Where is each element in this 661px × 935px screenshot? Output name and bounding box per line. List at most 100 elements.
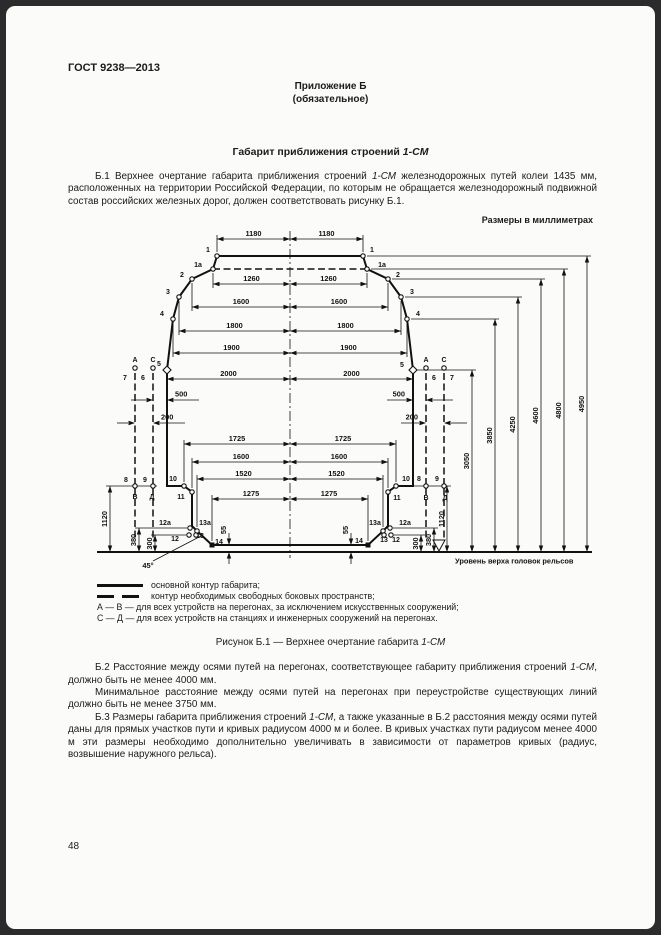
page-number: 48 <box>68 841 80 852</box>
appendix-heading: Приложение Б (обязательное) <box>6 81 655 106</box>
svg-text:3: 3 <box>166 289 170 296</box>
svg-text:1600: 1600 <box>331 297 347 306</box>
figure-b1: 500 200 500 200 55 55 45° Уровень в <box>95 227 595 572</box>
svg-text:9: 9 <box>143 477 147 484</box>
svg-text:4950: 4950 <box>577 396 586 412</box>
svg-text:2000: 2000 <box>343 369 359 378</box>
paragraph-b2-min: Минимальное расстояние между осями путей… <box>68 687 597 711</box>
svg-text:380: 380 <box>129 534 138 546</box>
svg-text:С: С <box>150 357 155 364</box>
figure-legend: основной контур габарита; контур необход… <box>97 580 597 624</box>
svg-text:1900: 1900 <box>340 343 356 352</box>
svg-text:13: 13 <box>380 537 388 544</box>
svg-text:1180: 1180 <box>318 229 334 238</box>
svg-text:1120: 1120 <box>100 511 109 527</box>
svg-text:4: 4 <box>160 311 164 318</box>
svg-text:4: 4 <box>416 311 420 318</box>
svg-text:12: 12 <box>392 537 400 544</box>
svg-text:1900: 1900 <box>223 343 239 352</box>
legend-item-cd: С — Д — для всех устройств на станциях и… <box>97 613 438 624</box>
legend-item-solid: основной контур габарита; <box>97 580 597 591</box>
svg-text:13: 13 <box>196 533 204 540</box>
svg-text:300: 300 <box>411 538 420 550</box>
angle-leader-line <box>152 535 202 562</box>
svg-text:1800: 1800 <box>337 321 353 330</box>
svg-text:1600: 1600 <box>233 297 249 306</box>
svg-text:1180: 1180 <box>245 229 261 238</box>
svg-text:1: 1 <box>370 247 374 254</box>
paragraph-b3: Б.3 Размеры габарита приближения строени… <box>68 711 597 761</box>
figure-caption: Рисунок Б.1 — Верхнее очертание габарита… <box>215 637 446 649</box>
svg-text:1275: 1275 <box>321 489 337 498</box>
svg-text:8: 8 <box>417 476 421 483</box>
svg-text:8: 8 <box>124 477 128 484</box>
svg-text:12а: 12а <box>399 520 411 527</box>
main-contour <box>166 255 414 547</box>
appendix-note: (обязательное) <box>292 93 369 105</box>
svg-text:2000: 2000 <box>220 369 236 378</box>
svg-text:1600: 1600 <box>331 452 347 461</box>
angle-label: 45° <box>142 561 153 570</box>
svg-text:Д: Д <box>443 495 448 502</box>
rail-level-label: Уровень верха головок рельсов <box>455 557 574 566</box>
svg-text:4800: 4800 <box>554 402 563 418</box>
svg-text:1725: 1725 <box>229 434 245 443</box>
legend-item-ab: А — В — для всех устройств на перегонах,… <box>97 602 459 613</box>
svg-text:С: С <box>441 357 446 364</box>
svg-text:2: 2 <box>180 272 184 279</box>
svg-text:3: 3 <box>410 289 414 296</box>
svg-text:1800: 1800 <box>226 321 242 330</box>
svg-text:12: 12 <box>171 536 179 543</box>
svg-text:7: 7 <box>450 375 454 382</box>
svg-text:1260: 1260 <box>320 274 336 283</box>
svg-text:1600: 1600 <box>233 452 249 461</box>
svg-text:200: 200 <box>161 413 173 422</box>
contour-points <box>132 253 447 548</box>
svg-text:В: В <box>423 495 428 502</box>
appendix-title: Приложение Б <box>294 81 367 92</box>
svg-text:1275: 1275 <box>243 489 259 498</box>
svg-text:А: А <box>132 357 137 364</box>
svg-text:Д: Д <box>150 494 155 501</box>
solid-line-swatch <box>97 584 143 588</box>
svg-text:В: В <box>132 494 137 501</box>
svg-text:13а: 13а <box>199 520 211 527</box>
paragraph-b2: Б.2 Расстояние между осями путей на пере… <box>68 662 597 686</box>
svg-text:6: 6 <box>141 375 145 382</box>
svg-text:5: 5 <box>400 362 404 369</box>
svg-text:380: 380 <box>424 534 433 546</box>
legend-item-dashed: контур необходимых свободных боковых про… <box>97 591 597 602</box>
svg-text:6: 6 <box>432 375 436 382</box>
section-title: Габарит приближения строений 1-СМ <box>232 146 429 158</box>
svg-text:500: 500 <box>175 390 187 399</box>
svg-text:3050: 3050 <box>462 453 471 469</box>
svg-text:4250: 4250 <box>508 416 517 432</box>
svg-text:А: А <box>423 357 428 364</box>
svg-text:55: 55 <box>219 526 228 534</box>
svg-text:1: 1 <box>206 247 210 254</box>
document-page: ГОСТ 9238—2013 Приложение Б (обязательно… <box>6 6 655 929</box>
extension-lines <box>172 235 408 542</box>
svg-text:1а: 1а <box>194 262 202 269</box>
dashed-line-swatch <box>97 595 143 599</box>
paragraph-b1: Б.1 Верхнее очертание габарита приближен… <box>68 171 597 207</box>
svg-text:4600: 4600 <box>531 407 540 423</box>
clearance-diagram: 500 200 500 200 55 55 45° Уровень в <box>97 229 592 570</box>
svg-text:500: 500 <box>393 390 405 399</box>
svg-text:2: 2 <box>396 272 400 279</box>
svg-text:200: 200 <box>406 413 418 422</box>
svg-text:1120: 1120 <box>437 511 446 527</box>
svg-text:10: 10 <box>169 476 177 483</box>
svg-text:9: 9 <box>435 476 439 483</box>
svg-text:13а: 13а <box>369 520 381 527</box>
svg-text:1725: 1725 <box>335 434 351 443</box>
units-note: Размеры в миллиметрах <box>481 215 593 226</box>
doc-number: ГОСТ 9238—2013 <box>68 62 161 74</box>
svg-text:11: 11 <box>393 495 401 502</box>
svg-text:55: 55 <box>341 526 350 534</box>
svg-text:300: 300 <box>145 538 154 550</box>
svg-text:3850: 3850 <box>485 427 494 443</box>
rail-55-dims: 55 55 <box>215 526 365 565</box>
